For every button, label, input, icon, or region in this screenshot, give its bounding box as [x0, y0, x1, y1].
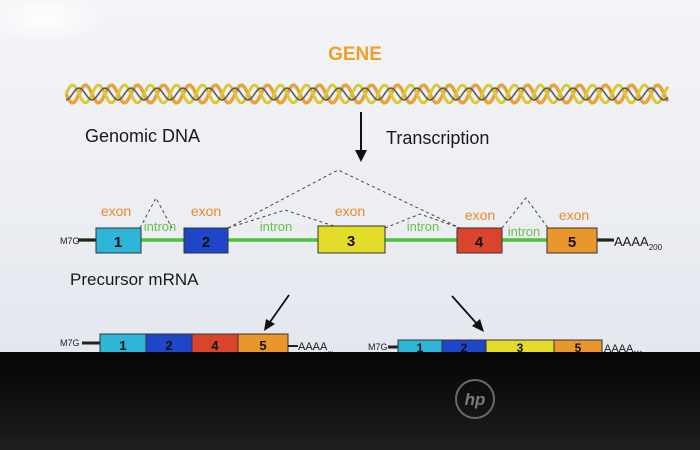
svg-text:hp: hp	[465, 390, 486, 409]
svg-text:AAAA...: AAAA...	[604, 343, 643, 352]
svg-text:5: 5	[568, 234, 576, 251]
svg-text:AAAA...: AAAA...	[298, 341, 333, 352]
variant-arrow-left	[264, 294, 290, 331]
svg-text:1: 1	[417, 341, 424, 352]
dna-strand-dark	[65, 87, 669, 101]
svg-text:2: 2	[165, 338, 172, 352]
intron-label-4: intron	[508, 224, 541, 239]
svg-text:2: 2	[202, 234, 210, 251]
splice-dashes-short	[139, 196, 549, 229]
mature-mrna-variant-2: M7G 1 2 3 5 AAAA...	[368, 339, 643, 352]
cap-label: M7G	[60, 236, 80, 246]
svg-text:5: 5	[259, 338, 266, 352]
screen-glare	[0, 0, 110, 45]
intron-label-1: intron	[144, 219, 177, 234]
exon-label-3: exon	[335, 203, 365, 219]
exon-label-5: exon	[559, 207, 589, 223]
svg-text:M7G: M7G	[368, 342, 388, 352]
svg-text:1: 1	[114, 234, 122, 251]
mature-mrna-variant-1: M7G 1 2 4 5 AAAA...	[60, 333, 333, 352]
exon-label-4: exon	[465, 207, 495, 223]
exon-box-5: 5	[546, 227, 598, 254]
exon-box-3: 3	[317, 225, 386, 254]
svg-text:3: 3	[517, 341, 524, 352]
intron-label-3: intron	[407, 219, 440, 234]
presentation-slide: GENE Genomic DNA Transcription	[0, 0, 700, 352]
transcription-label: Transcription	[386, 128, 489, 148]
transcription-arrow	[355, 112, 367, 162]
hp-logo-icon: hp	[455, 379, 495, 419]
gene-title: GENE	[328, 44, 382, 65]
splice-dashes-long	[227, 169, 461, 229]
svg-text:1: 1	[119, 338, 126, 352]
variant-arrow-right	[451, 295, 484, 332]
svg-text:3: 3	[347, 233, 355, 250]
exon-box-1: 1	[95, 227, 142, 254]
intron-label-2: intron	[260, 219, 293, 234]
svg-text:M7G: M7G	[60, 338, 80, 348]
polya-tail: AAAA200	[614, 234, 663, 252]
exon-box-2: 2	[183, 227, 229, 254]
laptop-bezel	[0, 352, 700, 450]
dna-helix	[64, 83, 670, 105]
genomic-dna-label: Genomic DNA	[85, 126, 200, 146]
dna-strand-yellow	[64, 83, 670, 105]
svg-text:4: 4	[475, 234, 484, 251]
exon-label-2: exon	[191, 203, 221, 219]
svg-text:2: 2	[461, 341, 468, 352]
svg-text:4: 4	[211, 338, 219, 352]
exon-box-4: 4	[456, 227, 503, 254]
precursor-mrna-label: Precursor mRNA	[70, 270, 199, 289]
exon-label-1: exon	[101, 203, 131, 219]
dna-strand-orange	[64, 83, 670, 105]
svg-text:5: 5	[575, 341, 582, 352]
splicing-diagram: GENE Genomic DNA Transcription	[60, 44, 670, 352]
